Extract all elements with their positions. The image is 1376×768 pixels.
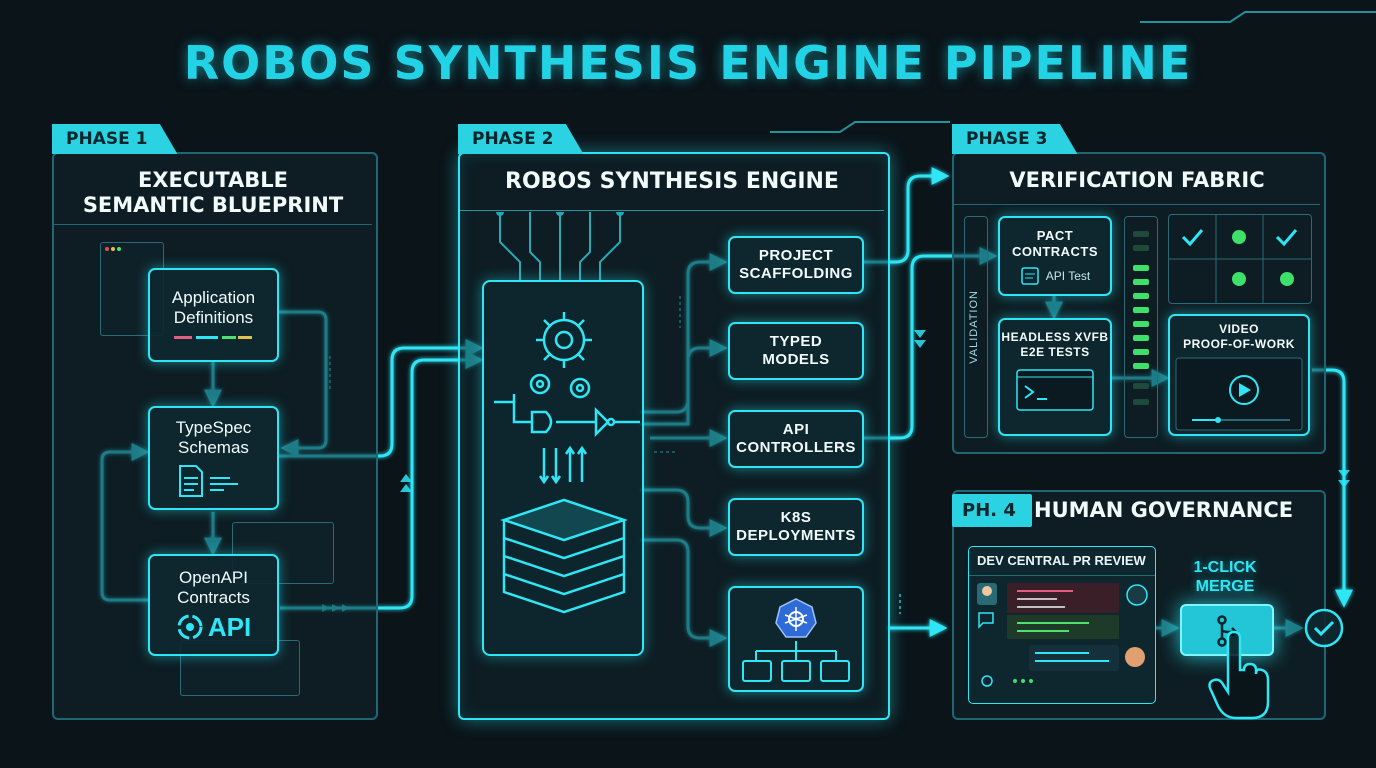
chat-icon bbox=[978, 612, 994, 629]
synthesis-core-graphics bbox=[494, 312, 640, 614]
status-grid bbox=[1168, 214, 1312, 304]
phase3-title: VERIFICATION FABRIC bbox=[1009, 168, 1265, 192]
pact-contracts-box[interactable]: PACT CONTRACTS API Test bbox=[998, 216, 1112, 296]
typed-models-label: TYPED MODELS bbox=[762, 333, 830, 368]
wire-typespec-engine bbox=[279, 339, 484, 458]
project-scaffolding-label: PROJECT SCAFFOLDING bbox=[739, 247, 853, 282]
output-k8s-deployments[interactable]: K8S DEPLOYMENTS bbox=[728, 498, 864, 556]
check-icon bbox=[1181, 229, 1204, 247]
one-click-merge-label: 1-CLICK MERGE bbox=[1193, 559, 1257, 595]
phase4-title: HUMAN GOVERNANCE bbox=[1034, 498, 1294, 522]
synthesis-core-box bbox=[482, 280, 644, 656]
pointer-hand-icon bbox=[1208, 630, 1270, 720]
output-api-controllers[interactable]: API CONTROLLERS bbox=[728, 410, 864, 468]
application-definitions-label: Application Definitions bbox=[171, 288, 256, 327]
document-icon bbox=[178, 465, 238, 497]
check-icon bbox=[1275, 229, 1298, 247]
pr-review-title: DEV CENTRAL PR REVIEW bbox=[977, 553, 1146, 568]
wire-video-check bbox=[1312, 368, 1353, 608]
phase2-divider bbox=[460, 210, 884, 211]
video-player[interactable] bbox=[1174, 356, 1304, 432]
contract-document-icon bbox=[1021, 267, 1039, 285]
typespec-schemas-box[interactable]: TypeSpec Schemas bbox=[148, 406, 279, 510]
kubernetes-icon bbox=[742, 598, 850, 682]
api-controllers-label: API CONTROLLERS bbox=[736, 421, 856, 456]
test-progress-meter bbox=[1124, 216, 1158, 438]
merge-button[interactable] bbox=[1180, 604, 1274, 656]
layer-stack-icon bbox=[500, 498, 628, 614]
pr-review-window[interactable]: DEV CENTRAL PR REVIEW bbox=[968, 546, 1156, 704]
api-label: API bbox=[207, 611, 252, 642]
phase4-tag: PH. 4 bbox=[952, 494, 1032, 527]
merge-complete-check-icon bbox=[1304, 608, 1344, 648]
wire-controllers-pact bbox=[864, 247, 998, 440]
validation-label: VALIDATION bbox=[968, 290, 980, 364]
phase1-divider bbox=[54, 224, 372, 225]
status-dot bbox=[1232, 272, 1246, 286]
circuit-traces-decoration bbox=[496, 212, 624, 282]
terminal-icon bbox=[1016, 369, 1094, 411]
openapi-contracts-label: OpenAPI Contracts bbox=[177, 567, 250, 607]
pact-contracts-label: PACT CONTRACTS bbox=[1011, 228, 1099, 259]
page-title: ROBOS SYNTHESIS ENGINE PIPELINE bbox=[183, 36, 1193, 90]
status-dot bbox=[1280, 272, 1294, 286]
gear-icon bbox=[536, 312, 592, 368]
progress-segments bbox=[1133, 231, 1149, 405]
phase1-title: EXECUTABLE SEMANTIC BLUEPRINT bbox=[82, 168, 344, 217]
output-typed-models[interactable]: TYPED MODELS bbox=[728, 322, 864, 380]
video-proof-box[interactable]: VIDEO PROOF-OF-WORK bbox=[1168, 314, 1310, 436]
headless-e2e-label: HEADLESS XVFB E2E TESTS bbox=[1001, 330, 1109, 359]
status-dot bbox=[1232, 230, 1246, 244]
video-proof-label: VIDEO PROOF-OF-WORK bbox=[1183, 322, 1295, 351]
phase3-tag: PHASE 3 bbox=[952, 124, 1078, 154]
play-icon bbox=[1229, 375, 1259, 405]
output-project-scaffolding[interactable]: PROJECT SCAFFOLDING bbox=[728, 236, 864, 294]
phase1-tag: PHASE 1 bbox=[52, 124, 178, 154]
headless-e2e-box[interactable]: HEADLESS XVFB E2E TESTS bbox=[998, 318, 1112, 436]
typespec-schemas-label: TypeSpec Schemas bbox=[175, 418, 252, 457]
openapi-logo-icon bbox=[177, 614, 203, 640]
wire-openapi-engine bbox=[280, 351, 484, 610]
logic-gate-icon bbox=[494, 394, 640, 438]
status-grid-graphics bbox=[1169, 215, 1311, 303]
output-kubernetes-cluster[interactable] bbox=[728, 586, 864, 692]
phase2-tag: PHASE 2 bbox=[458, 124, 584, 154]
code-lines-icon bbox=[173, 336, 252, 339]
phase3-divider bbox=[954, 204, 1320, 205]
validation-sidebar bbox=[964, 216, 988, 438]
api-test-label: API Test bbox=[1045, 269, 1091, 283]
pr-review-graphics bbox=[977, 583, 1148, 687]
phase2-title: ROBOS SYNTHESIS ENGINE bbox=[505, 169, 839, 194]
application-definitions-box[interactable]: Application Definitions bbox=[148, 268, 279, 362]
openapi-contracts-box[interactable]: OpenAPI Contracts API bbox=[148, 554, 279, 656]
wire-scaffolding-verification bbox=[864, 167, 950, 264]
settings-icon bbox=[981, 675, 993, 687]
k8s-deployments-label: K8S DEPLOYMENTS bbox=[736, 509, 856, 544]
